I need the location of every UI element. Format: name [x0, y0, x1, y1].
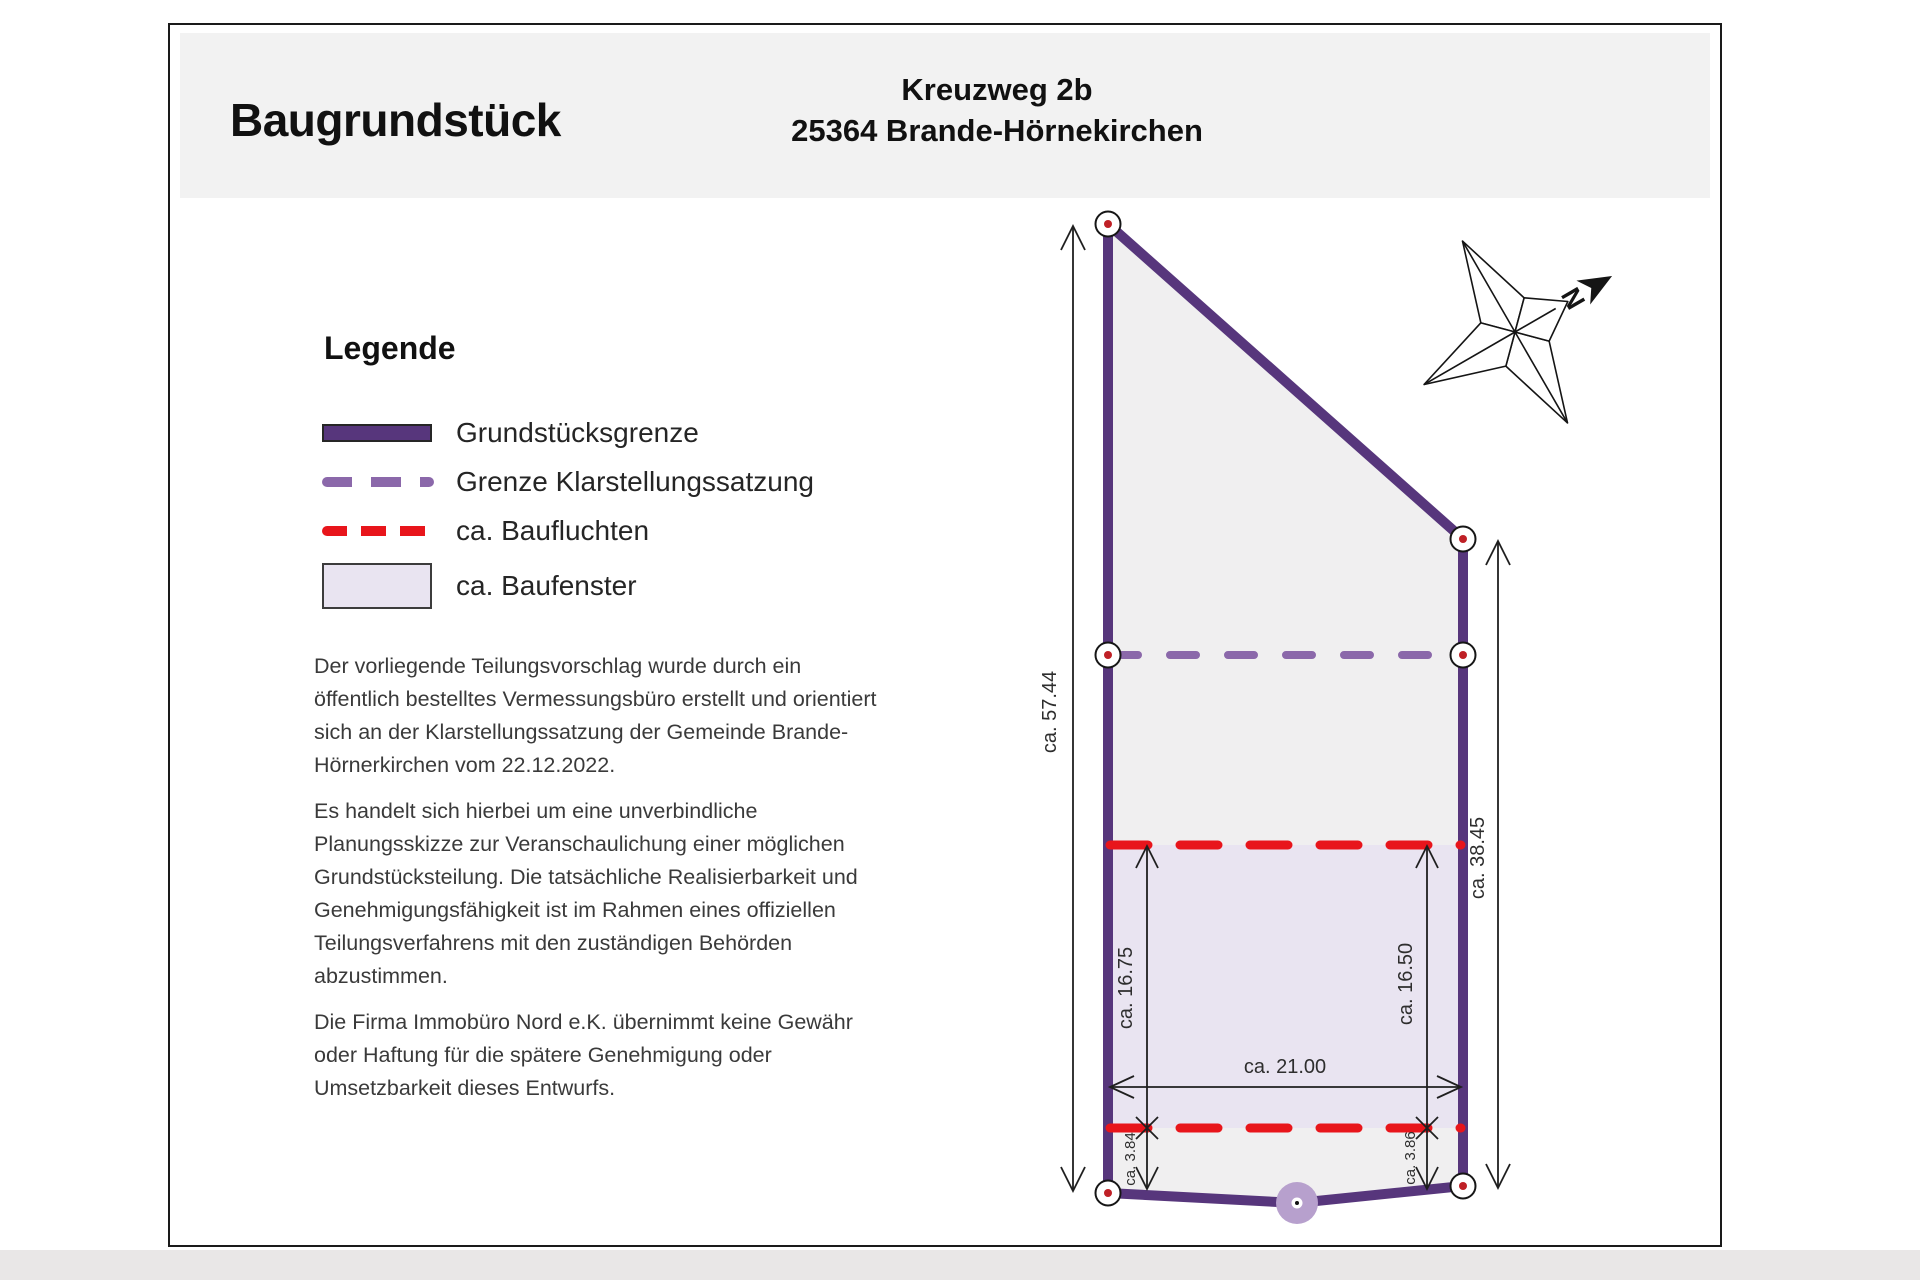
boundary-point-icon: [1449, 525, 1477, 553]
boundary-point-icon: [1449, 641, 1477, 669]
note-paragraph-3: Die Firma Immobüro Nord e.K. übernimmt k…: [314, 1010, 853, 1100]
dimension-left-total: ca. 57.44: [1039, 223, 1086, 1194]
legend-label: Grenze Klarstellungssatzung: [456, 465, 814, 497]
baufenster-swatch-icon: [322, 563, 432, 609]
dimension-front-width: ca. 21.00: [1107, 1056, 1464, 1099]
legend-row-baufenster: ca. Baufenster: [322, 555, 814, 617]
dashed-red-swatch-icon: [322, 525, 434, 536]
boundary-point-icon: [1094, 641, 1122, 669]
dimension-right-total: ca. 38.45: [1467, 538, 1511, 1191]
dimension-label-front-width: ca. 21.00: [1244, 1056, 1326, 1078]
legend-row-klarstellungssatzung: Grenze Klarstellungssatzung: [322, 457, 814, 506]
north-arrowhead-icon: [1576, 275, 1613, 305]
dimension-label-right-total: ca. 38.45: [1467, 817, 1489, 899]
dimension-label-inner-right: ca. 16.50: [1395, 943, 1417, 1025]
dimension-inner-left: ca. 16.75 ca. 3.84: [1115, 843, 1159, 1192]
dashed-lavender-swatch-icon: [322, 476, 434, 487]
dimension-label-bottom-right: ca. 3.86: [1402, 1131, 1419, 1184]
solid-boundary-swatch-icon: [322, 423, 432, 442]
legend-label: Grundstücksgrenze: [456, 416, 699, 448]
address-block: Kreuzweg 2b 25364 Brande-Hörnekirchen: [697, 69, 1297, 151]
address-line-2: 25364 Brande-Hörnekirchen: [791, 113, 1203, 148]
boundary-point-icon: [1094, 1179, 1122, 1207]
legend-label: ca. Baufenster: [456, 570, 637, 601]
legend: Grundstücksgrenze Grenze Klarstellungssa…: [322, 408, 814, 617]
note-paragraph-1: Der vorliegende Teilungsvorschlag wurde …: [314, 654, 877, 777]
legend-heading: Legende: [324, 330, 456, 366]
dimension-inner-right: ca. 16.50 ca. 3.86: [1395, 843, 1439, 1192]
legend-row-baufluchten: ca. Baufluchten: [322, 506, 814, 555]
address-line-1: Kreuzweg 2b: [901, 72, 1093, 107]
dimension-label-left-total: ca. 57.44: [1039, 671, 1061, 753]
boundary-point-icon: [1094, 210, 1122, 238]
page-title: Baugrundstück: [230, 94, 561, 146]
dimension-label-bottom-left: ca. 3.84: [1122, 1132, 1139, 1185]
notes-block: Der vorliegende Teilungsvorschlag wurde …: [314, 650, 892, 1118]
bottom-strip: [0, 1250, 1920, 1280]
note-paragraph-2: Es handelt sich hierbei um eine unverbin…: [314, 799, 858, 988]
legend-label: ca. Baufluchten: [456, 514, 650, 546]
site-plan-drawing: ca. 57.44 ca. 38.45 ca. 16.75 ca. 3.84: [1039, 210, 1613, 1224]
header-band: Baugrundstück Kreuzweg 2b 25364 Brande-H…: [180, 33, 1710, 198]
boundary-point-icon: [1449, 1172, 1477, 1200]
dimension-label-inner-left: ca. 16.75: [1115, 947, 1137, 1029]
front-access-circle-icon: [1276, 1182, 1318, 1224]
boundary-point-markers: [1094, 210, 1477, 1207]
north-compass-icon: N: [1423, 240, 1613, 424]
legend-row-grundstuecksgrenze: Grundstücksgrenze: [322, 408, 814, 457]
baufenster-area: [1113, 845, 1458, 1128]
